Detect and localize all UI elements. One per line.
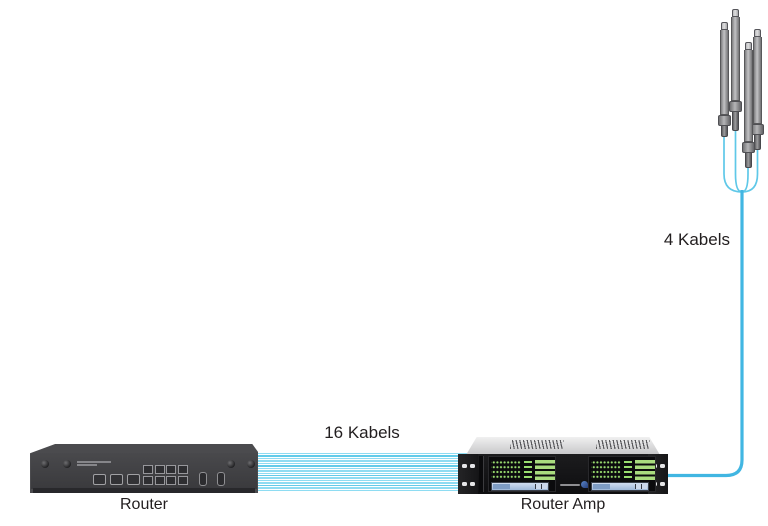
- brand-logo: [560, 481, 588, 489]
- antenna: [741, 42, 755, 168]
- antenna-cap: [744, 42, 752, 50]
- antenna-connector: [732, 112, 739, 131]
- router-port: [217, 472, 225, 486]
- antenna: [717, 22, 731, 137]
- antenna-feed-cable: [723, 137, 743, 193]
- antenna-cap: [720, 22, 728, 30]
- led-indicators-icon: [524, 460, 532, 478]
- screw-hole-icon: [660, 482, 665, 486]
- router-label: Router: [119, 496, 169, 513]
- panel-button: [641, 484, 647, 489]
- router-front-panel: [31, 453, 257, 489]
- ribbon-cable-strand: [256, 457, 468, 461]
- ribbon-cable-strand: [256, 460, 468, 463]
- amp-display-module: [588, 456, 656, 492]
- ribbon-cable-strand: [256, 484, 468, 488]
- sfp-port: [93, 474, 106, 485]
- ribbon-cable-count-label: 16 Kabels: [324, 423, 400, 442]
- antenna-body: [731, 17, 740, 101]
- router-amp-label: Router Amp: [520, 496, 606, 513]
- antenna-cable-count-label: 4 Kabels: [663, 230, 730, 249]
- led-indicators-icon: [624, 460, 632, 478]
- sfp-port: [110, 474, 123, 485]
- brand-logo-swoosh-icon: [581, 481, 588, 488]
- screw-hole-icon: [462, 464, 467, 468]
- router-base: [33, 488, 255, 493]
- screw-icon: [41, 460, 49, 468]
- screw-icon: [63, 460, 71, 468]
- router-amp-top-cover: [466, 437, 660, 455]
- panel-button: [635, 484, 641, 489]
- lcd-segment: [493, 484, 510, 489]
- ribbon-cable-strand: [256, 477, 468, 480]
- antenna-collar: [741, 142, 755, 153]
- ribbon-cable-strand: [256, 453, 468, 456]
- screw-hole-icon: [470, 482, 475, 486]
- vent-grille-icon: [596, 440, 650, 449]
- router-port: [199, 472, 207, 486]
- antenna-connector: [744, 153, 752, 168]
- led-matrix-icon: [591, 459, 621, 479]
- ribbon-cable-strand: [256, 479, 468, 483]
- screw-icon: [227, 460, 235, 468]
- ribbon-cable-strand: [256, 482, 468, 485]
- ribbon-cable-strand: [256, 470, 468, 473]
- ribbon-cable-strand: [256, 465, 468, 468]
- brand-logo-text: [560, 483, 580, 486]
- amp-display-module: [488, 456, 556, 492]
- antenna-collar: [729, 101, 742, 112]
- lcd-strip: [591, 482, 649, 491]
- router-device: [30, 444, 258, 493]
- ribbon-cable-strand: [256, 467, 468, 471]
- led-bars-icon: [535, 459, 555, 480]
- router-amp-device: [458, 437, 668, 495]
- rack-ear: [458, 454, 478, 494]
- ribbon-cable-strand: [256, 455, 468, 458]
- screw-icon: [247, 460, 255, 468]
- screw-hole-icon: [660, 464, 665, 468]
- ribbon-cable-strand: [256, 472, 468, 475]
- router-chassis: [30, 444, 258, 493]
- led-matrix-icon: [491, 459, 521, 479]
- lcd-strip: [491, 482, 549, 491]
- ribbon-cable-strand: [256, 474, 468, 478]
- antenna-collar: [717, 115, 731, 126]
- panel-hinge: [479, 456, 484, 492]
- antenna-connector: [754, 135, 761, 150]
- antenna-feed-cable: [741, 168, 749, 193]
- screw-hole-icon: [470, 464, 475, 468]
- router-ethernet-ports: [143, 465, 188, 485]
- antenna-cap: [732, 9, 739, 17]
- panel-button: [535, 484, 541, 489]
- lcd-segment: [593, 484, 610, 489]
- led-bars-icon: [635, 459, 655, 480]
- antenna-body: [753, 37, 762, 124]
- antenna-body: [743, 50, 753, 142]
- ribbon-cable-strand: [256, 462, 468, 466]
- router-brand-marking: [77, 461, 111, 466]
- antenna-cap: [754, 29, 761, 37]
- ribbon-cable-strand: [256, 487, 468, 490]
- antenna-connector: [720, 126, 728, 137]
- antenna: [729, 9, 742, 131]
- ribbon-cable-strand: [256, 489, 468, 491]
- cable-ribbon: [256, 452, 468, 491]
- screw-hole-icon: [462, 482, 467, 486]
- sfp-port: [127, 474, 140, 485]
- antenna-body: [719, 30, 729, 115]
- router-sfp-ports: [93, 474, 140, 485]
- panel-button: [541, 484, 547, 489]
- vent-grille-icon: [510, 440, 564, 449]
